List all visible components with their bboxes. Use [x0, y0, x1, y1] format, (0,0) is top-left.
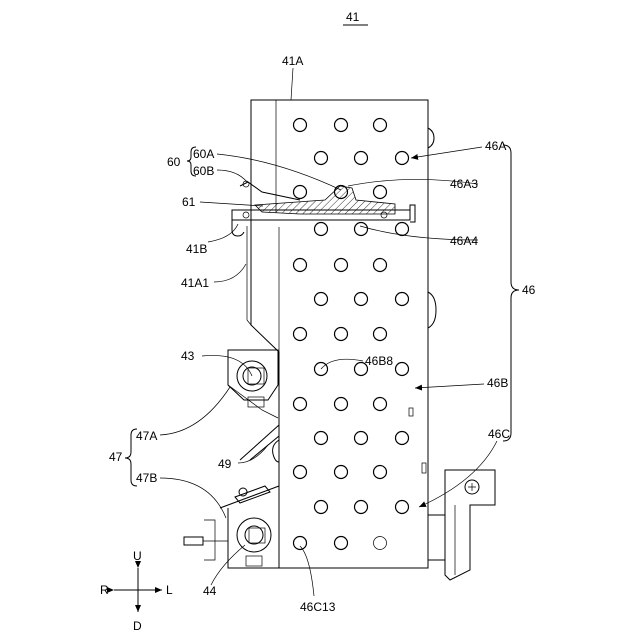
label-60A: 60A — [193, 147, 214, 161]
terminal-44 — [184, 486, 279, 568]
label-43: 43 — [181, 349, 195, 363]
label-47: 47 — [109, 450, 123, 464]
label-41B: 41B — [186, 242, 207, 256]
element-49 — [240, 425, 279, 462]
figure-number: 41 — [346, 10, 360, 24]
label-44: 44 — [203, 584, 217, 598]
direction-indicator — [114, 568, 162, 612]
label-46A4: 46A4 — [450, 234, 478, 248]
direction-right: R — [100, 583, 109, 597]
label-47A: 47A — [136, 429, 157, 443]
leader-lines — [125, 68, 519, 596]
label-46B: 46B — [487, 376, 508, 390]
bracket-right — [428, 470, 495, 580]
terminal-43 — [228, 350, 278, 418]
label-60B: 60B — [193, 164, 214, 178]
hole-array-46 — [294, 119, 427, 550]
label-46C: 46C — [488, 427, 510, 441]
label-46B8: 46B8 — [365, 354, 393, 368]
label-41A1: 41A1 — [181, 276, 209, 290]
label-41A: 41A — [282, 54, 303, 68]
label-46A: 46A — [485, 139, 506, 153]
label-61: 61 — [182, 195, 196, 209]
direction-up: U — [133, 549, 142, 563]
label-46C13: 46C13 — [300, 600, 336, 614]
direction-down: D — [133, 619, 142, 633]
direction-left: L — [166, 583, 173, 597]
label-60: 60 — [167, 155, 181, 169]
label-46: 46 — [522, 283, 536, 297]
label-47B: 47B — [136, 471, 157, 485]
label-46A3: 46A3 — [450, 177, 478, 191]
label-49: 49 — [218, 457, 232, 471]
